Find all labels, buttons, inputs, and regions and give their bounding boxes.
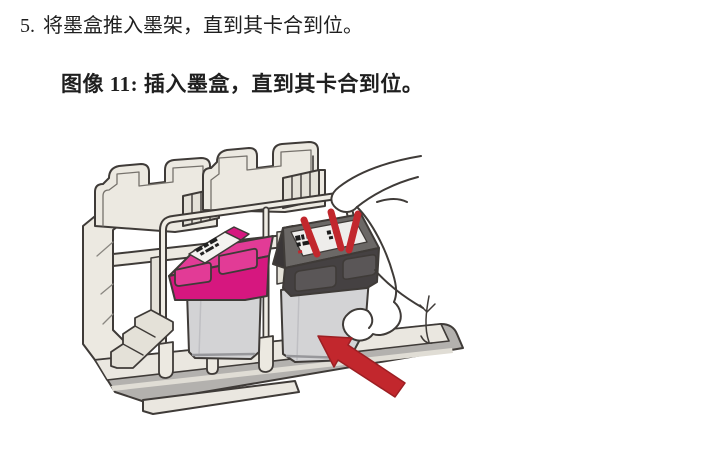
step-number: 5.: [20, 15, 35, 37]
click-lines: [300, 208, 362, 258]
step-item: 5. 将墨盒推入墨架，直到其卡合到位。: [20, 12, 680, 41]
tricolor-cartridge: [168, 226, 274, 360]
push-arrow: [317, 335, 406, 398]
printer-carriage-illustration: [82, 141, 464, 415]
step-text: 将墨盒推入墨架，直到其卡合到位。: [43, 15, 363, 37]
figure-area: [55, 130, 465, 428]
figure-caption: 图像 11: 插入墨盒，直到其卡合到位。: [61, 72, 424, 96]
pressing-hand: [330, 155, 436, 344]
snap-clip-detail: [419, 295, 436, 344]
carriage-left-stairs: [110, 309, 174, 369]
tricolor-label-barcode: [195, 237, 220, 256]
